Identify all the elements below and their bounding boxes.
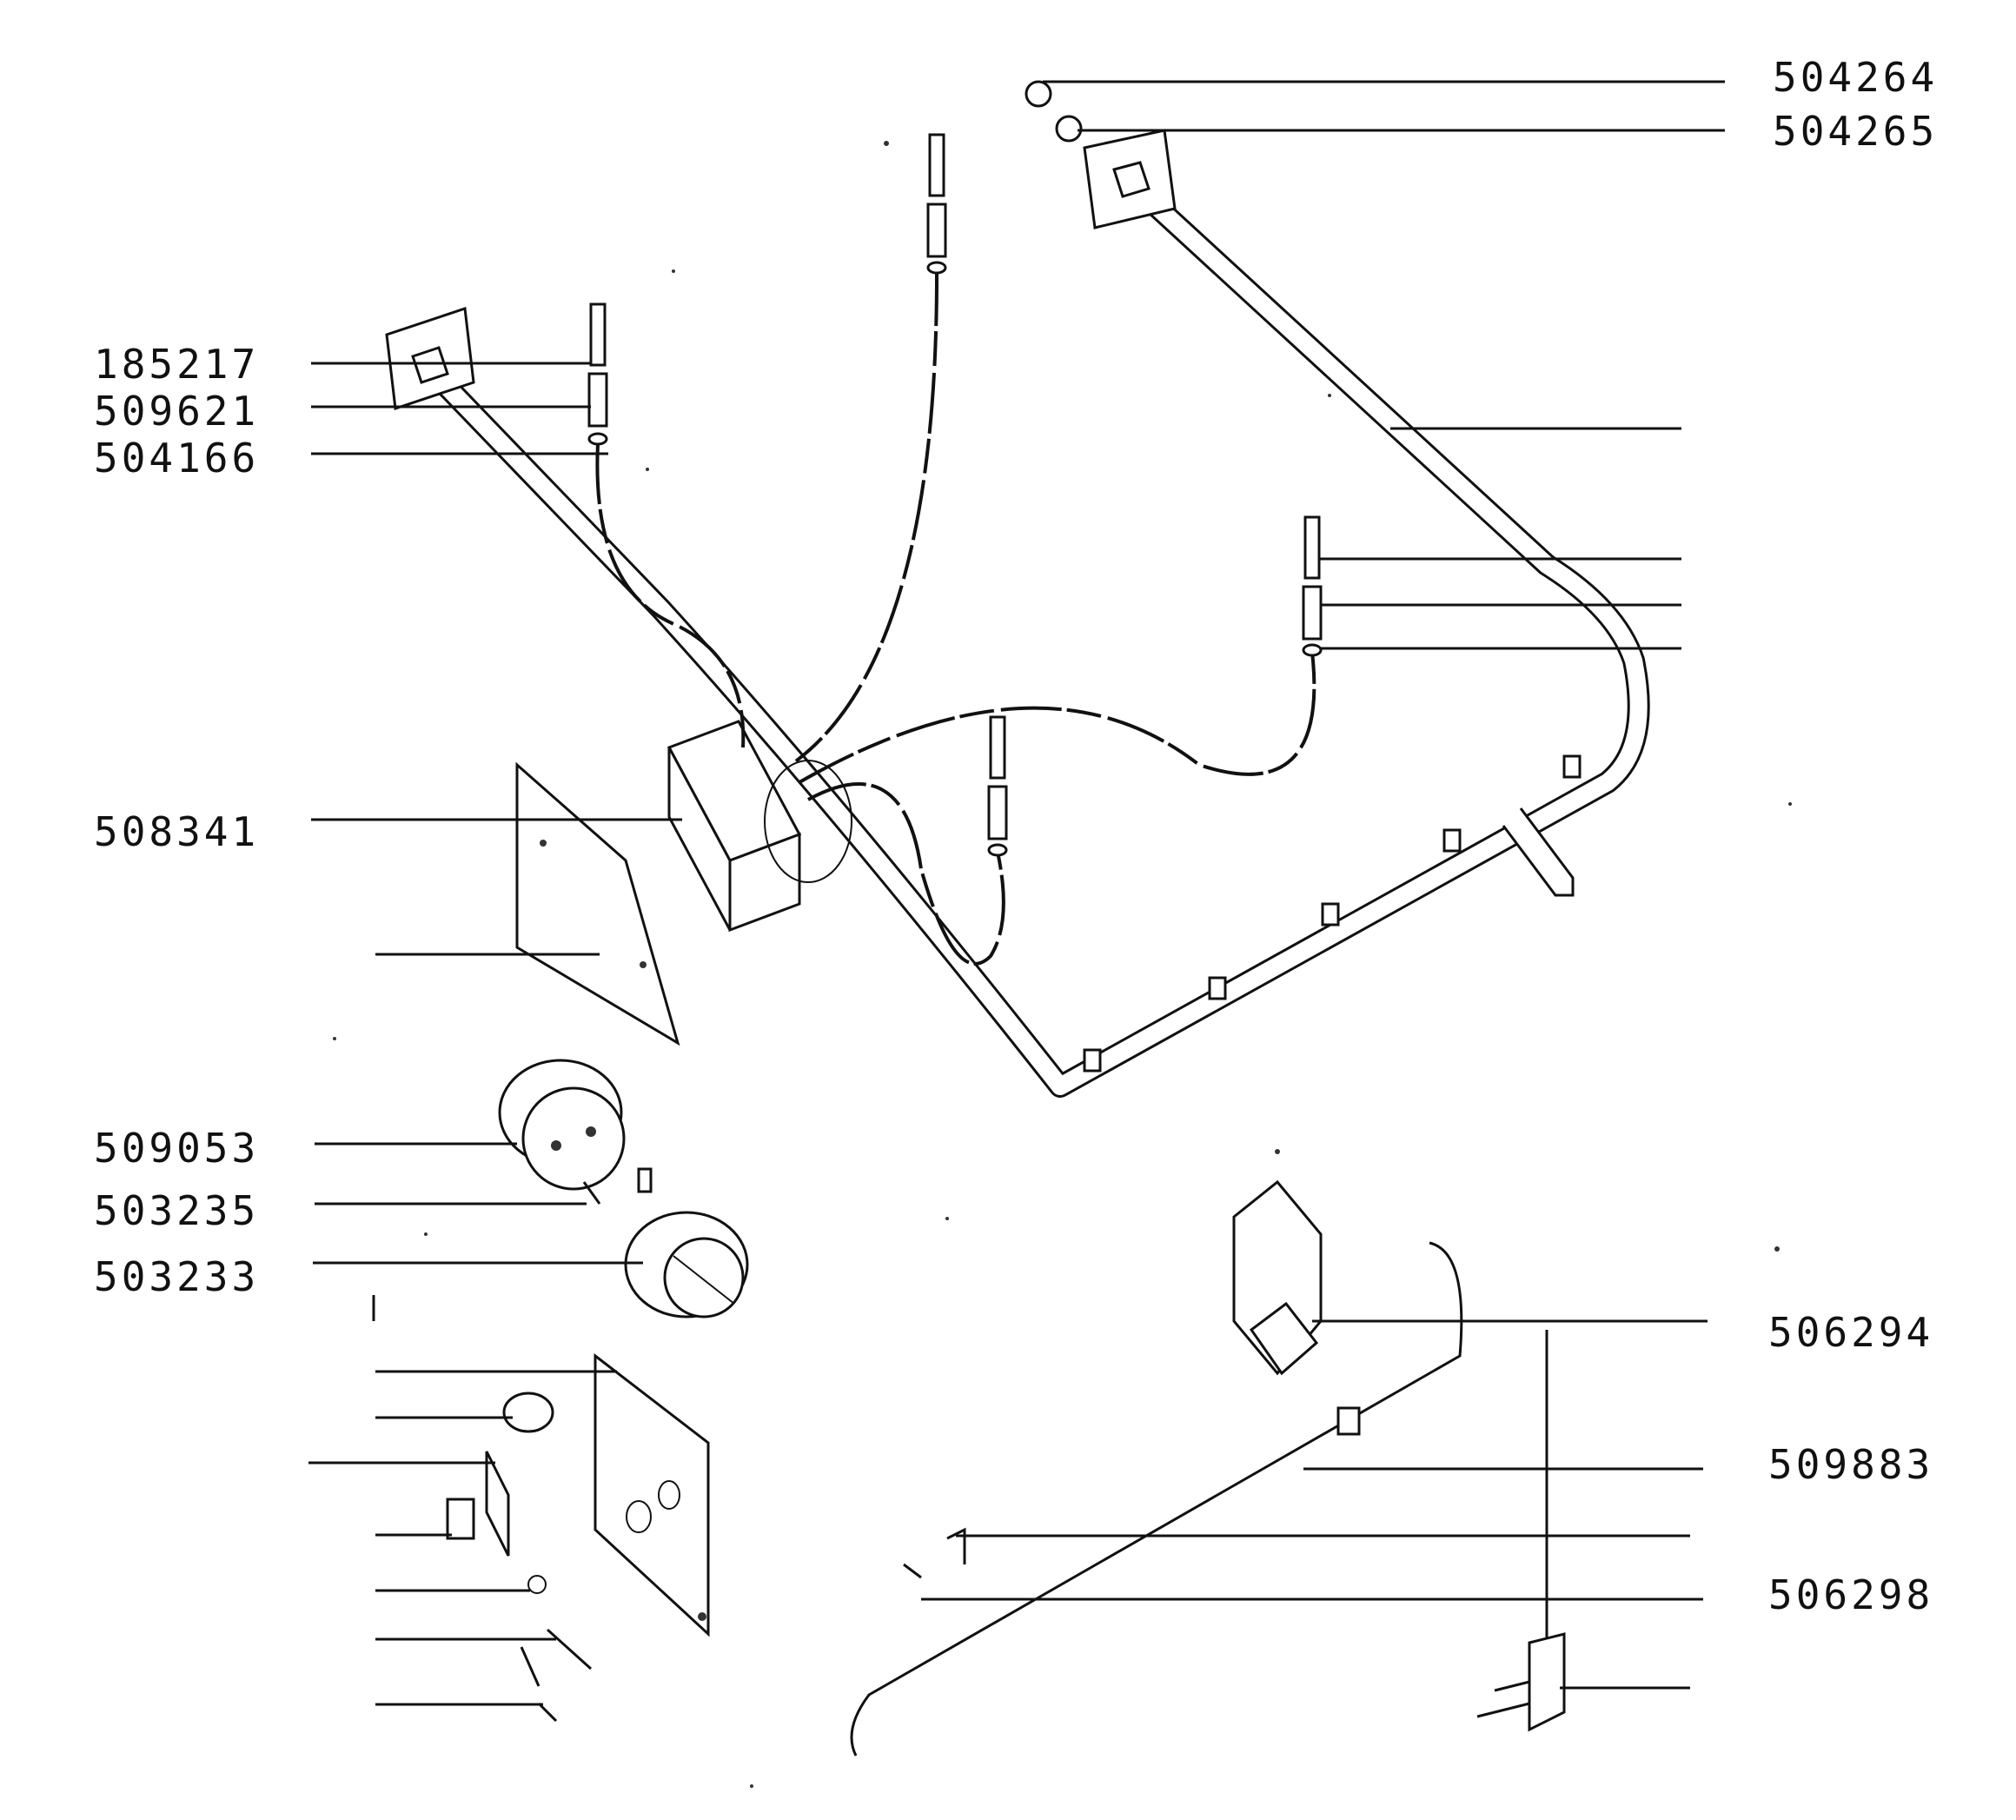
scan-specks [333,141,1792,1788]
power-cord [1476,1330,1566,1732]
electrode-top [926,133,947,275]
part-number-509053: 509053 [94,1125,260,1172]
small-components [446,1392,593,1723]
part-number-504166: 504166 [94,435,260,482]
electrode-right [1302,515,1323,657]
part-number-508341: 508341 [94,808,260,855]
part-number-506298: 506298 [1768,1571,1934,1618]
electrode-center [987,715,1008,857]
small-pin [582,1181,601,1205]
thermocouple-wire [850,1241,1463,1757]
valve-cover [1232,1179,1323,1376]
tube-bracket [1502,807,1575,897]
part-number-503233: 503233 [94,1253,260,1300]
electrode-left [587,302,608,446]
part-number-185217: 185217 [94,341,260,388]
ignition-unit [666,720,852,933]
part-number-503235: 503235 [94,1187,260,1234]
part-number-506294: 506294 [1768,1309,1934,1356]
leader-lines [308,80,1725,1706]
part-number-504265: 504265 [1773,108,1939,155]
part-number-509883: 509883 [1768,1441,1934,1488]
top-nut-ring [1025,80,1083,143]
main-tube [423,163,1650,1098]
part-number-509621: 509621 [94,388,260,435]
control-knob [624,1211,749,1319]
left-flange [385,306,475,411]
part-number-504264: 504264 [1773,54,1939,101]
valve-bracket [594,1352,710,1637]
ignition-cables [595,264,1316,966]
mounting-plate [515,761,680,1046]
top-flange [1083,129,1177,229]
tube-studs [1083,754,1582,1073]
thermostat-capsule [498,1059,653,1193]
